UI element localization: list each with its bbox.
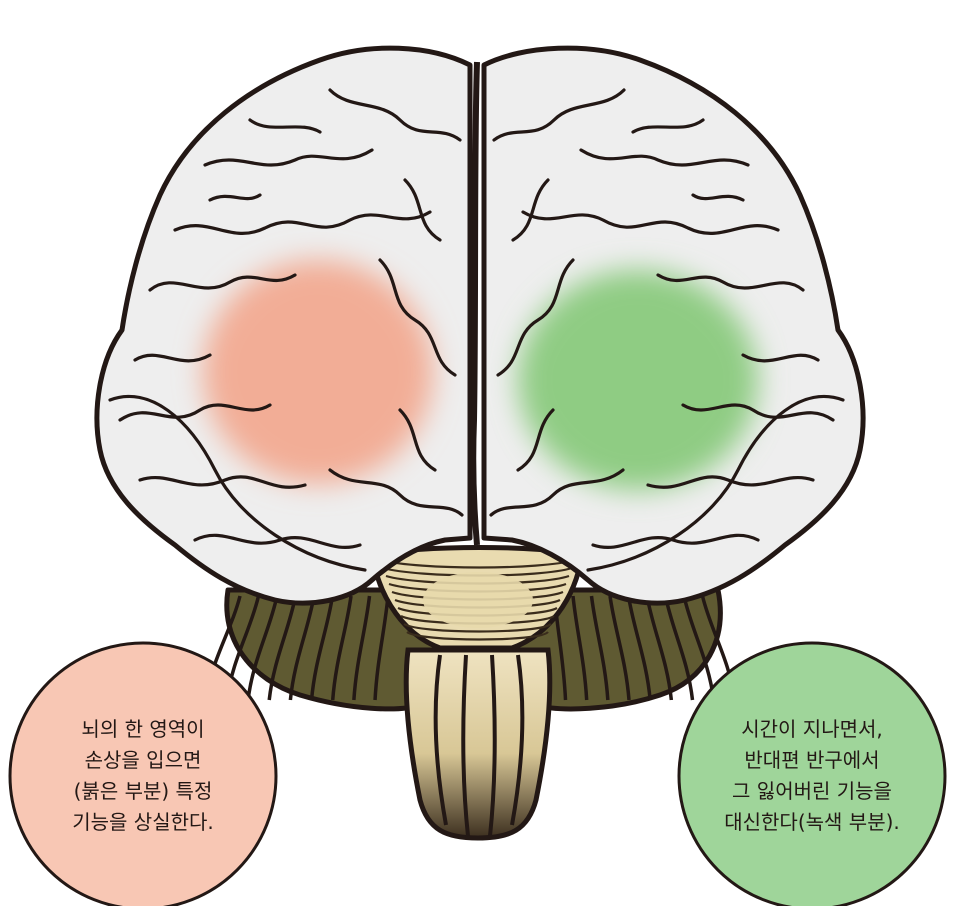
recovery-caption-line: 시간이 지나면서, (741, 717, 883, 741)
longitudinal-fissure (470, 61, 480, 546)
cerebellum-stripe (608, 595, 631, 701)
cerebellum-stripe (330, 595, 353, 701)
recovery-caption-line: 대신한다(녹색 부분). (724, 810, 900, 834)
cerebellum-stripe (589, 595, 610, 701)
damage-caption-line: 손상을 입으면 (84, 748, 202, 772)
recovery-caption-line: 그 잃어버린 기능을 (732, 779, 892, 803)
recovery-caption-bubble: 시간이 지나면서, 반대편 반구에서 그 잃어버린 기능을 대신한다(녹색 부분… (677, 652, 947, 900)
cerebellum-stripe (373, 595, 390, 701)
pons-rib (403, 623, 552, 633)
brain-folds (108, 88, 845, 572)
brain-stem (403, 647, 553, 841)
damage-caption-line: (붉은 부분) 특정 (73, 779, 213, 803)
damaged-region-red (203, 260, 433, 484)
pons-rib (379, 558, 576, 569)
damage-caption-line: 뇌의 한 영역이 (81, 717, 205, 741)
damage-caption-text: 뇌의 한 영역이 손상을 입으면 (붉은 부분) 특정 기능을 상실한다. (72, 717, 214, 835)
pons-rib (406, 631, 549, 641)
cerebellum-stripe (663, 595, 695, 701)
cerebellum-stripe (571, 595, 589, 701)
pons (369, 545, 585, 651)
cerebellum-stripe (288, 595, 316, 701)
cerebellum-stripe (645, 595, 674, 701)
recovery-caption-text: 시간이 지나면서, 반대편 반구에서 그 잃어버린 기능을 대신한다(녹색 부분… (724, 717, 900, 835)
damage-caption-line: 기능을 상실한다. (72, 810, 214, 834)
damage-caption-bubble: 뇌의 한 영역이 손상을 입으면 (붉은 부분) 특정 기능을 상실한다. (8, 655, 278, 897)
right-bubble-circle (677, 641, 947, 906)
left-bubble-circle (8, 641, 278, 906)
recovery-caption-line: 반대편 반구에서 (744, 748, 880, 772)
cerebellum-stripe (626, 595, 652, 701)
compensating-region-green (518, 270, 758, 490)
cerebellum-stripe (309, 595, 335, 701)
cerebellum-stripe (267, 595, 298, 701)
cerebellum-stripe (352, 595, 372, 701)
cerebellum-stripe (246, 595, 279, 701)
